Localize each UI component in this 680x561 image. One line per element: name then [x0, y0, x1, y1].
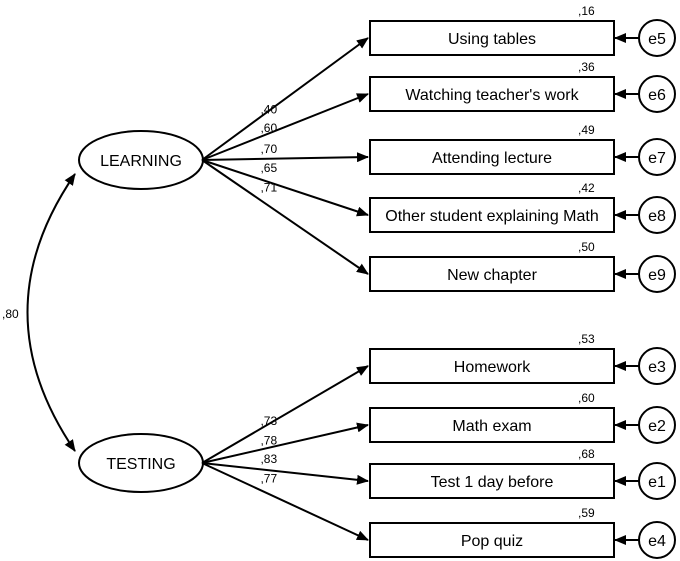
indicator-box: [369, 76, 615, 112]
indicator-label: New chapter: [447, 267, 537, 284]
indicator-label: Test 1 day before: [431, 474, 554, 491]
r-squared-label: ,68: [578, 447, 595, 461]
r-squared-label: ,42: [578, 181, 595, 195]
r-squared-label: ,50: [578, 240, 595, 254]
error-circle: [638, 196, 676, 234]
indicator-box: [369, 463, 615, 499]
error-circle: [638, 521, 676, 559]
r-squared-label: ,53: [578, 332, 595, 346]
error-label: e4: [648, 533, 666, 550]
indicator-label: Other student explaining Math: [385, 208, 598, 225]
error-circle: [638, 462, 676, 500]
r-squared-label: ,16: [578, 4, 595, 18]
loading-arrow: [201, 159, 369, 275]
factor-learning-label: LEARNING: [100, 153, 182, 170]
error-circle: [638, 19, 676, 57]
indicator-label: Using tables: [448, 31, 536, 48]
loading-arrow: [201, 365, 369, 464]
loading-label: ,40: [260, 103, 277, 117]
error-circle: [638, 255, 676, 293]
r-squared-label: ,60: [578, 391, 595, 405]
loading-label: ,78: [260, 433, 277, 447]
loading-label: ,60: [260, 121, 277, 135]
loading-label: ,70: [260, 142, 277, 156]
indicator-label: Pop quiz: [461, 533, 523, 550]
loading-label: ,71: [260, 181, 277, 195]
error-circle: [638, 75, 676, 113]
factor-correlation-curve: [26, 173, 76, 452]
error-label: e5: [648, 31, 666, 48]
loading-arrow: [201, 37, 369, 161]
error-label: e8: [648, 208, 666, 225]
error-circle: [638, 347, 676, 385]
error-label: e6: [648, 87, 666, 104]
r-squared-label: ,59: [578, 506, 595, 520]
indicator-group: ,40 Using tables ,16 e5 ,60 Watching teacher'…: [201, 4, 676, 559]
error-label: e2: [648, 418, 666, 435]
indicator-label: Homework: [454, 359, 531, 376]
error-label: e3: [648, 359, 666, 376]
error-circle: [638, 406, 676, 444]
correlation-label: ,80: [2, 307, 19, 321]
error-label: e7: [648, 150, 666, 167]
loading-arrow: [201, 159, 369, 217]
indicator-label: Attending lecture: [432, 150, 552, 167]
loading-arrow: [201, 422, 369, 464]
indicator-box: [369, 407, 615, 443]
error-circle: [638, 138, 676, 176]
r-squared-label: ,49: [578, 123, 595, 137]
indicator-box: [369, 348, 615, 384]
factor-testing-label: TESTING: [106, 456, 175, 473]
loading-arrow: [201, 462, 369, 541]
loading-arrow: [201, 152, 369, 163]
loading-label: ,77: [260, 471, 277, 485]
indicator-box: [369, 20, 615, 56]
loading-arrow: [201, 93, 369, 161]
loading-label: ,83: [260, 452, 277, 466]
loading-label: ,65: [260, 161, 277, 175]
error-label: e9: [648, 267, 666, 284]
indicator-box: [369, 522, 615, 558]
indicator-label: Math exam: [452, 418, 531, 435]
indicator-label: Watching teacher's work: [405, 87, 579, 104]
r-squared-label: ,36: [578, 60, 595, 74]
loading-label: ,73: [260, 414, 277, 428]
indicator-box: [369, 197, 615, 233]
loading-arrow: [201, 462, 369, 485]
error-label: e1: [648, 474, 666, 491]
